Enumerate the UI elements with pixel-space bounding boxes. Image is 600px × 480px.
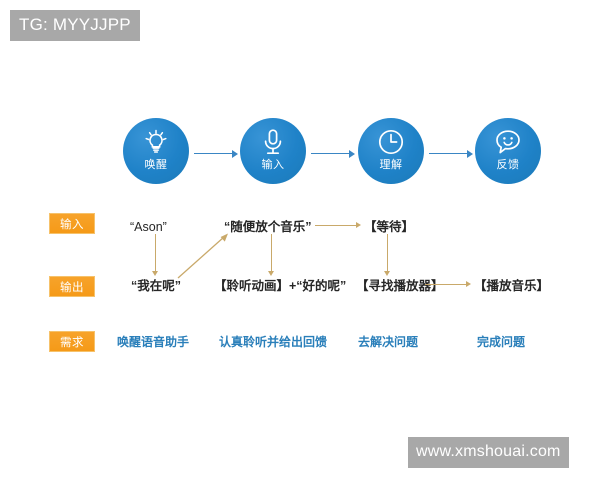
output-cell: 【播放音乐】 [474,279,550,293]
connector-arrow-down-2 [268,234,275,276]
arrow-head [268,271,274,276]
connector-arrow-down-1 [152,234,159,276]
output-cell: 【聆听动画】+“好的呢” [214,279,347,293]
need-cell: 完成问题 [477,335,526,349]
watermark-top-left: TG: MYYJJPP [10,10,140,41]
connector-arrow-down-3 [384,234,391,276]
need-cell: 认真聆听并给出回馈 [219,335,328,349]
flow-node-label: 输入 [261,159,285,171]
process-flow-row: 唤醒 输入 理解 [0,118,600,188]
flow-node-input[interactable]: 输入 [240,118,306,184]
connector-arrow-right-1 [315,222,361,229]
row-badge-input: 输入 [49,213,95,234]
watermark-bottom-right: www.xmshouai.com [408,437,569,468]
row-badge-need: 需求 [49,331,95,352]
microphone-icon [258,127,288,157]
arrow-head [349,150,355,158]
lightbulb-icon [141,127,171,157]
flow-arrow-1 [194,150,238,158]
connector-arrow-right-2 [425,281,471,288]
connector-arrow-diagonal [176,232,230,280]
arrow-head [384,271,390,276]
need-cell: 唤醒语音助手 [117,335,190,349]
input-cell: “Ason” [130,220,167,234]
arrow-line [429,153,467,155]
arrow-head [467,150,473,158]
input-cell: “随便放个音乐” [224,220,312,234]
flow-node-label: 理解 [379,159,403,171]
row-badge-output: 输出 [49,276,95,297]
arrow-line [425,283,466,285]
flow-node-feedback[interactable]: 反馈 [475,118,541,184]
flow-arrow-2 [311,150,355,158]
output-cell: “我在呢” [131,279,182,293]
input-cell: 【等待】 [364,220,415,234]
need-cell: 去解决问题 [358,335,419,349]
arrow-head [152,271,158,276]
smiley-speech-bubble-icon [493,127,523,157]
arrow-line [311,153,349,155]
arrow-head [232,150,238,158]
flow-node-label: 唤醒 [144,159,168,171]
flow-node-label: 反馈 [496,159,520,171]
flow-arrow-3 [429,150,473,158]
arrow-line [386,234,388,271]
arrow-head [466,281,471,287]
arrow-head [356,222,361,228]
arrow-line [315,224,356,226]
flow-node-understand[interactable]: 理解 [358,118,424,184]
flow-node-wake[interactable]: 唤醒 [123,118,189,184]
arrow-line [194,153,232,155]
output-cell: 【寻找播放器】 [356,279,444,293]
clock-icon [376,127,406,157]
arrow-line [154,234,156,271]
arrow-line [270,234,272,271]
